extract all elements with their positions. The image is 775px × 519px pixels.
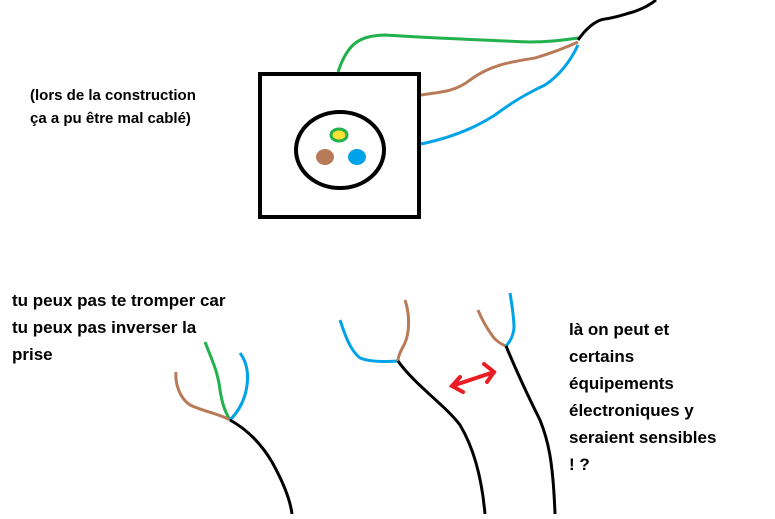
ground-wire-top (336, 33, 579, 73)
cable-top (576, 0, 657, 41)
right-plug-note: là on peut et certains équipements élect… (569, 320, 717, 474)
ground-pin (329, 127, 349, 143)
neutral-wire-right (504, 292, 516, 348)
cable-left (229, 418, 294, 515)
phase-wire-left (174, 371, 231, 422)
phase-wire-right (476, 309, 507, 348)
neutral-wire-left (228, 352, 250, 422)
cable-right (504, 345, 557, 515)
construction-note: (lors de la construction ça a pu être ma… (30, 87, 196, 127)
ground-wire-left (203, 341, 232, 421)
neutral-pin (348, 149, 366, 165)
swap-arrow (448, 362, 497, 394)
socket-box (258, 72, 421, 219)
phase-wire-middle (396, 299, 411, 362)
neutral-wire-middle (338, 319, 399, 364)
left-plug-note: tu peux pas te tromper car tu peux pas i… (12, 291, 226, 364)
neutral-wire-top (420, 44, 580, 146)
phase-wire-top (420, 40, 579, 97)
socket-face (294, 110, 386, 190)
phase-pin (316, 149, 334, 165)
cable-middle (396, 360, 487, 515)
